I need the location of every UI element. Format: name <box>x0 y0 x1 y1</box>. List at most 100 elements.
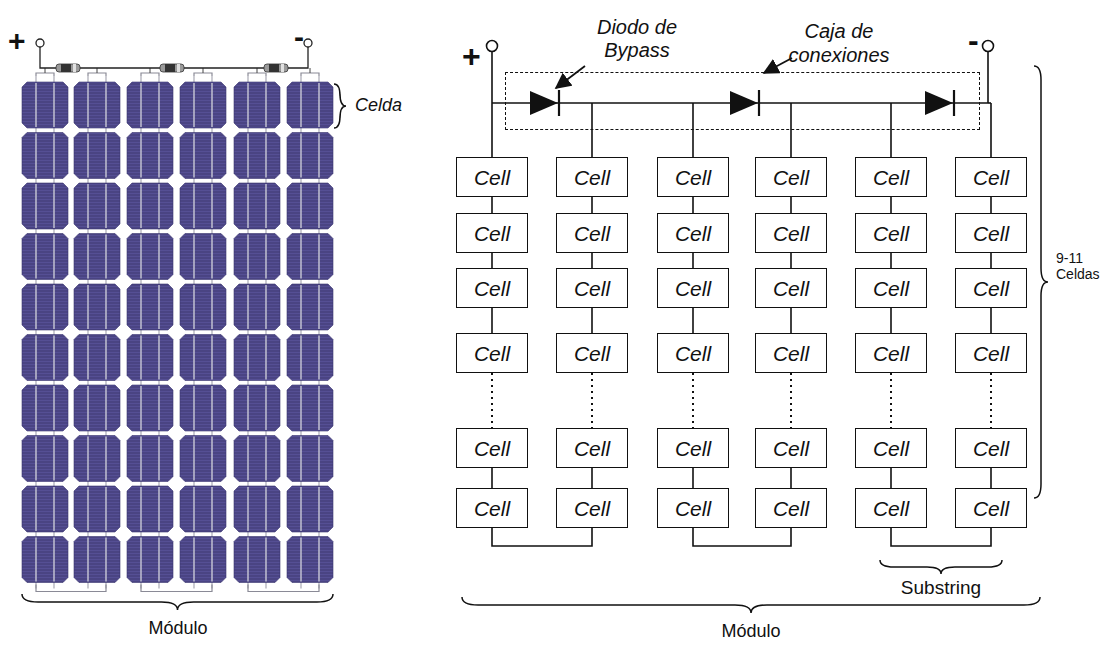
cell-box: Cell <box>657 157 729 197</box>
busbar <box>53 285 54 329</box>
leader-arrow <box>764 58 792 73</box>
busbar <box>265 437 266 481</box>
busbar <box>53 336 54 380</box>
solar-cell <box>180 183 226 229</box>
solar-cell <box>74 436 120 482</box>
busbar <box>140 83 141 127</box>
busbar <box>265 134 266 178</box>
busbar <box>300 285 301 329</box>
solar-cell <box>74 335 120 381</box>
busbar <box>105 134 106 178</box>
busbar <box>211 487 212 531</box>
lead-wire <box>150 68 151 73</box>
brace <box>880 560 1002 574</box>
cell-interconnect <box>88 73 106 76</box>
ribbon <box>158 76 159 589</box>
busbar <box>158 134 159 178</box>
cell-box: Cell <box>556 157 628 197</box>
wire <box>692 103 694 157</box>
busbar <box>105 285 106 329</box>
cell-box: Cell <box>755 268 827 308</box>
cell-label: Cell <box>574 438 610 459</box>
cell-label: Cell <box>973 438 1009 459</box>
cell-label: Cell <box>773 278 809 299</box>
solar-cell <box>127 183 173 229</box>
series-wire <box>692 468 694 488</box>
busbar <box>87 134 88 178</box>
series-wire <box>692 253 694 268</box>
ribbon <box>87 76 88 589</box>
busbar <box>140 538 141 582</box>
busbar <box>193 386 194 430</box>
cell-box: Cell <box>456 333 528 373</box>
brace <box>22 594 333 610</box>
busbar <box>158 336 159 380</box>
cell-label: Cell <box>675 278 711 299</box>
busbar <box>35 487 36 531</box>
series-wire <box>890 308 892 333</box>
ribbon <box>35 76 36 589</box>
busbar <box>318 134 319 178</box>
busbar <box>300 437 301 481</box>
busbar <box>265 83 266 127</box>
ribbon <box>247 76 248 589</box>
series-wire <box>692 373 694 428</box>
busbar <box>35 235 36 279</box>
busbar <box>35 386 36 430</box>
cell-box: Cell <box>955 488 1027 528</box>
callout-label: Diodo de Bypass <box>572 16 702 62</box>
busbar <box>35 437 36 481</box>
cell-label: Cell <box>773 438 809 459</box>
cell-box: Cell <box>955 157 1027 197</box>
cell-label: Cell <box>873 343 909 364</box>
terminal-sign: + <box>8 24 26 59</box>
cell-box: Cell <box>955 213 1027 253</box>
cell-label: Cell <box>675 343 711 364</box>
busbar <box>300 336 301 380</box>
busbar <box>87 83 88 127</box>
series-wire <box>990 468 992 488</box>
busbar <box>211 285 212 329</box>
busbar <box>318 437 319 481</box>
cell-box: Cell <box>456 157 528 197</box>
lead-wire <box>203 68 204 73</box>
solar-cell <box>287 385 333 431</box>
solar-cell <box>234 436 280 482</box>
junction-box-label: Caja de conexiones <box>774 19 904 67</box>
solar-cell <box>127 486 173 532</box>
busbar <box>158 83 159 127</box>
cell-interconnect <box>248 585 319 592</box>
cell-box: Cell <box>657 213 729 253</box>
busbar <box>105 83 106 127</box>
busbar <box>265 538 266 582</box>
solar-cell <box>180 82 226 128</box>
series-wire <box>491 468 493 488</box>
busbar <box>35 538 36 582</box>
busbar <box>300 487 301 531</box>
series-wire <box>491 197 493 213</box>
terminal-sign: - <box>294 20 304 55</box>
cell-label: Cell <box>675 498 711 519</box>
busbar <box>87 386 88 430</box>
solar-cell <box>127 234 173 280</box>
solar-cell <box>22 385 68 431</box>
busbar <box>53 83 54 127</box>
busbar <box>265 184 266 228</box>
solar-cell <box>22 82 68 128</box>
busbar <box>158 285 159 329</box>
solar-cell <box>287 284 333 330</box>
cell-box: Cell <box>657 428 729 468</box>
series-wire <box>890 197 892 213</box>
cell-label: Cell <box>873 223 909 244</box>
cell-label: Cell <box>574 343 610 364</box>
bypass-diode-small <box>264 64 288 72</box>
solar-cell <box>234 537 280 583</box>
brace <box>1034 66 1048 498</box>
busbar <box>193 285 194 329</box>
busbar <box>300 83 301 127</box>
busbar <box>35 83 36 127</box>
bypass-diode-small <box>56 64 80 72</box>
busbar <box>247 285 248 329</box>
busbar <box>247 538 248 582</box>
